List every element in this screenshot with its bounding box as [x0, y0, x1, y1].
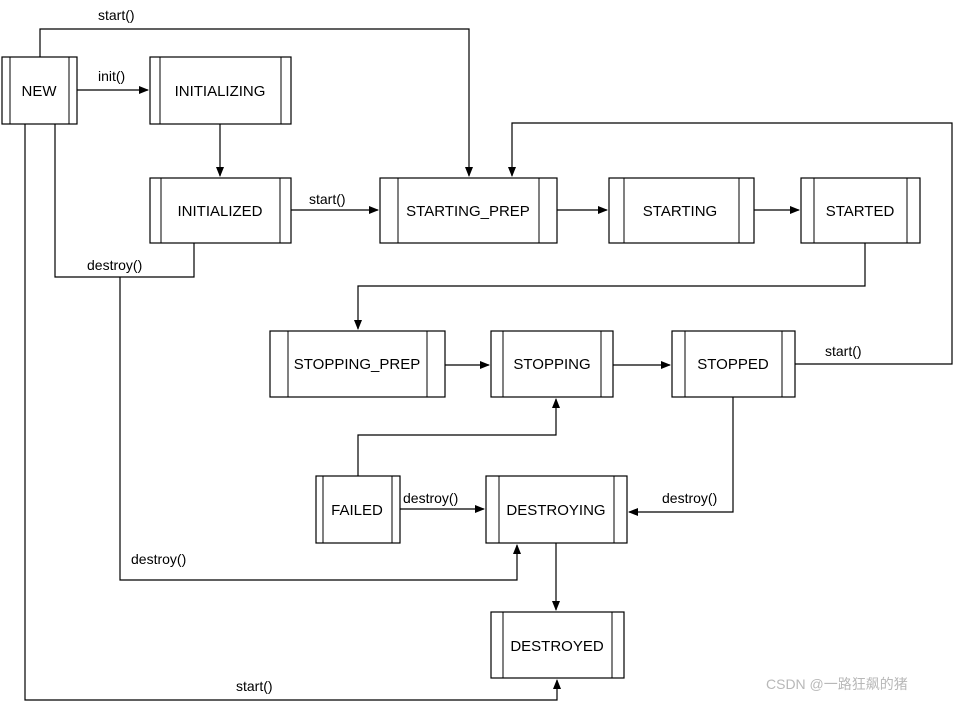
- node-label: STARTING_PREP: [406, 203, 530, 220]
- node-label: INITIALIZING: [175, 83, 266, 100]
- node-initialized: INITIALIZED: [149, 177, 292, 244]
- edge-started-to-stopping-prep: [354, 243, 866, 330]
- node-label: STARTED: [826, 203, 895, 220]
- node-started: STARTED: [800, 177, 921, 244]
- node-label: DESTROYING: [506, 502, 605, 519]
- node-label: STOPPED: [697, 356, 769, 373]
- edge-stopped-to-starting-prep: [508, 122, 953, 365]
- edge-stopped-to-destroying: [628, 397, 734, 516]
- label-new-start: start(): [98, 7, 135, 23]
- edge-destroy-to-destroying: [119, 277, 521, 581]
- node-new: NEW: [1, 56, 78, 125]
- edge-failed-to-stopping: [357, 398, 560, 476]
- node-destroyed: DESTROYED: [490, 611, 625, 679]
- node-stopping-prep: STOPPING_PREP: [269, 330, 446, 398]
- node-label: STOPPING: [513, 356, 590, 373]
- label-stopped-destroy: destroy(): [662, 490, 717, 506]
- nodes: NEW INITIALIZING INITIALIZED STARTING_PR…: [1, 56, 921, 679]
- node-starting: STARTING: [608, 177, 755, 244]
- node-starting-prep: STARTING_PREP: [379, 177, 558, 244]
- watermark-text: CSDN @一路狂飙的猪: [766, 676, 908, 692]
- node-label: STOPPING_PREP: [294, 356, 420, 373]
- label-new-destroyed-start: start(): [236, 678, 273, 694]
- node-stopped: STOPPED: [671, 330, 796, 398]
- node-stopping: STOPPING: [490, 330, 614, 398]
- node-initializing: INITIALIZING: [149, 56, 292, 125]
- label-new-destroy: destroy(): [131, 551, 186, 567]
- node-failed: FAILED: [315, 475, 401, 544]
- label-failed-destroy: destroy(): [403, 490, 458, 506]
- label-new-init: init(): [98, 68, 125, 84]
- node-destroying: DESTROYING: [485, 475, 628, 544]
- edge-new-to-destroyed: [24, 124, 561, 701]
- edge-new-initialized-destroy-join: [54, 124, 195, 278]
- node-label: DESTROYED: [510, 638, 604, 655]
- edge-labels: start() init() start() destroy() destroy…: [87, 7, 862, 694]
- node-label: STARTING: [643, 203, 717, 220]
- label-initialized-destroy: destroy(): [87, 257, 142, 273]
- edges: [24, 28, 953, 701]
- label-stopped-start: start(): [825, 343, 862, 359]
- node-label: FAILED: [331, 502, 383, 519]
- edge-new-to-starting-prep: [39, 28, 473, 177]
- node-label: NEW: [22, 83, 58, 100]
- label-initialized-start: start(): [309, 191, 346, 207]
- node-label: INITIALIZED: [177, 203, 262, 220]
